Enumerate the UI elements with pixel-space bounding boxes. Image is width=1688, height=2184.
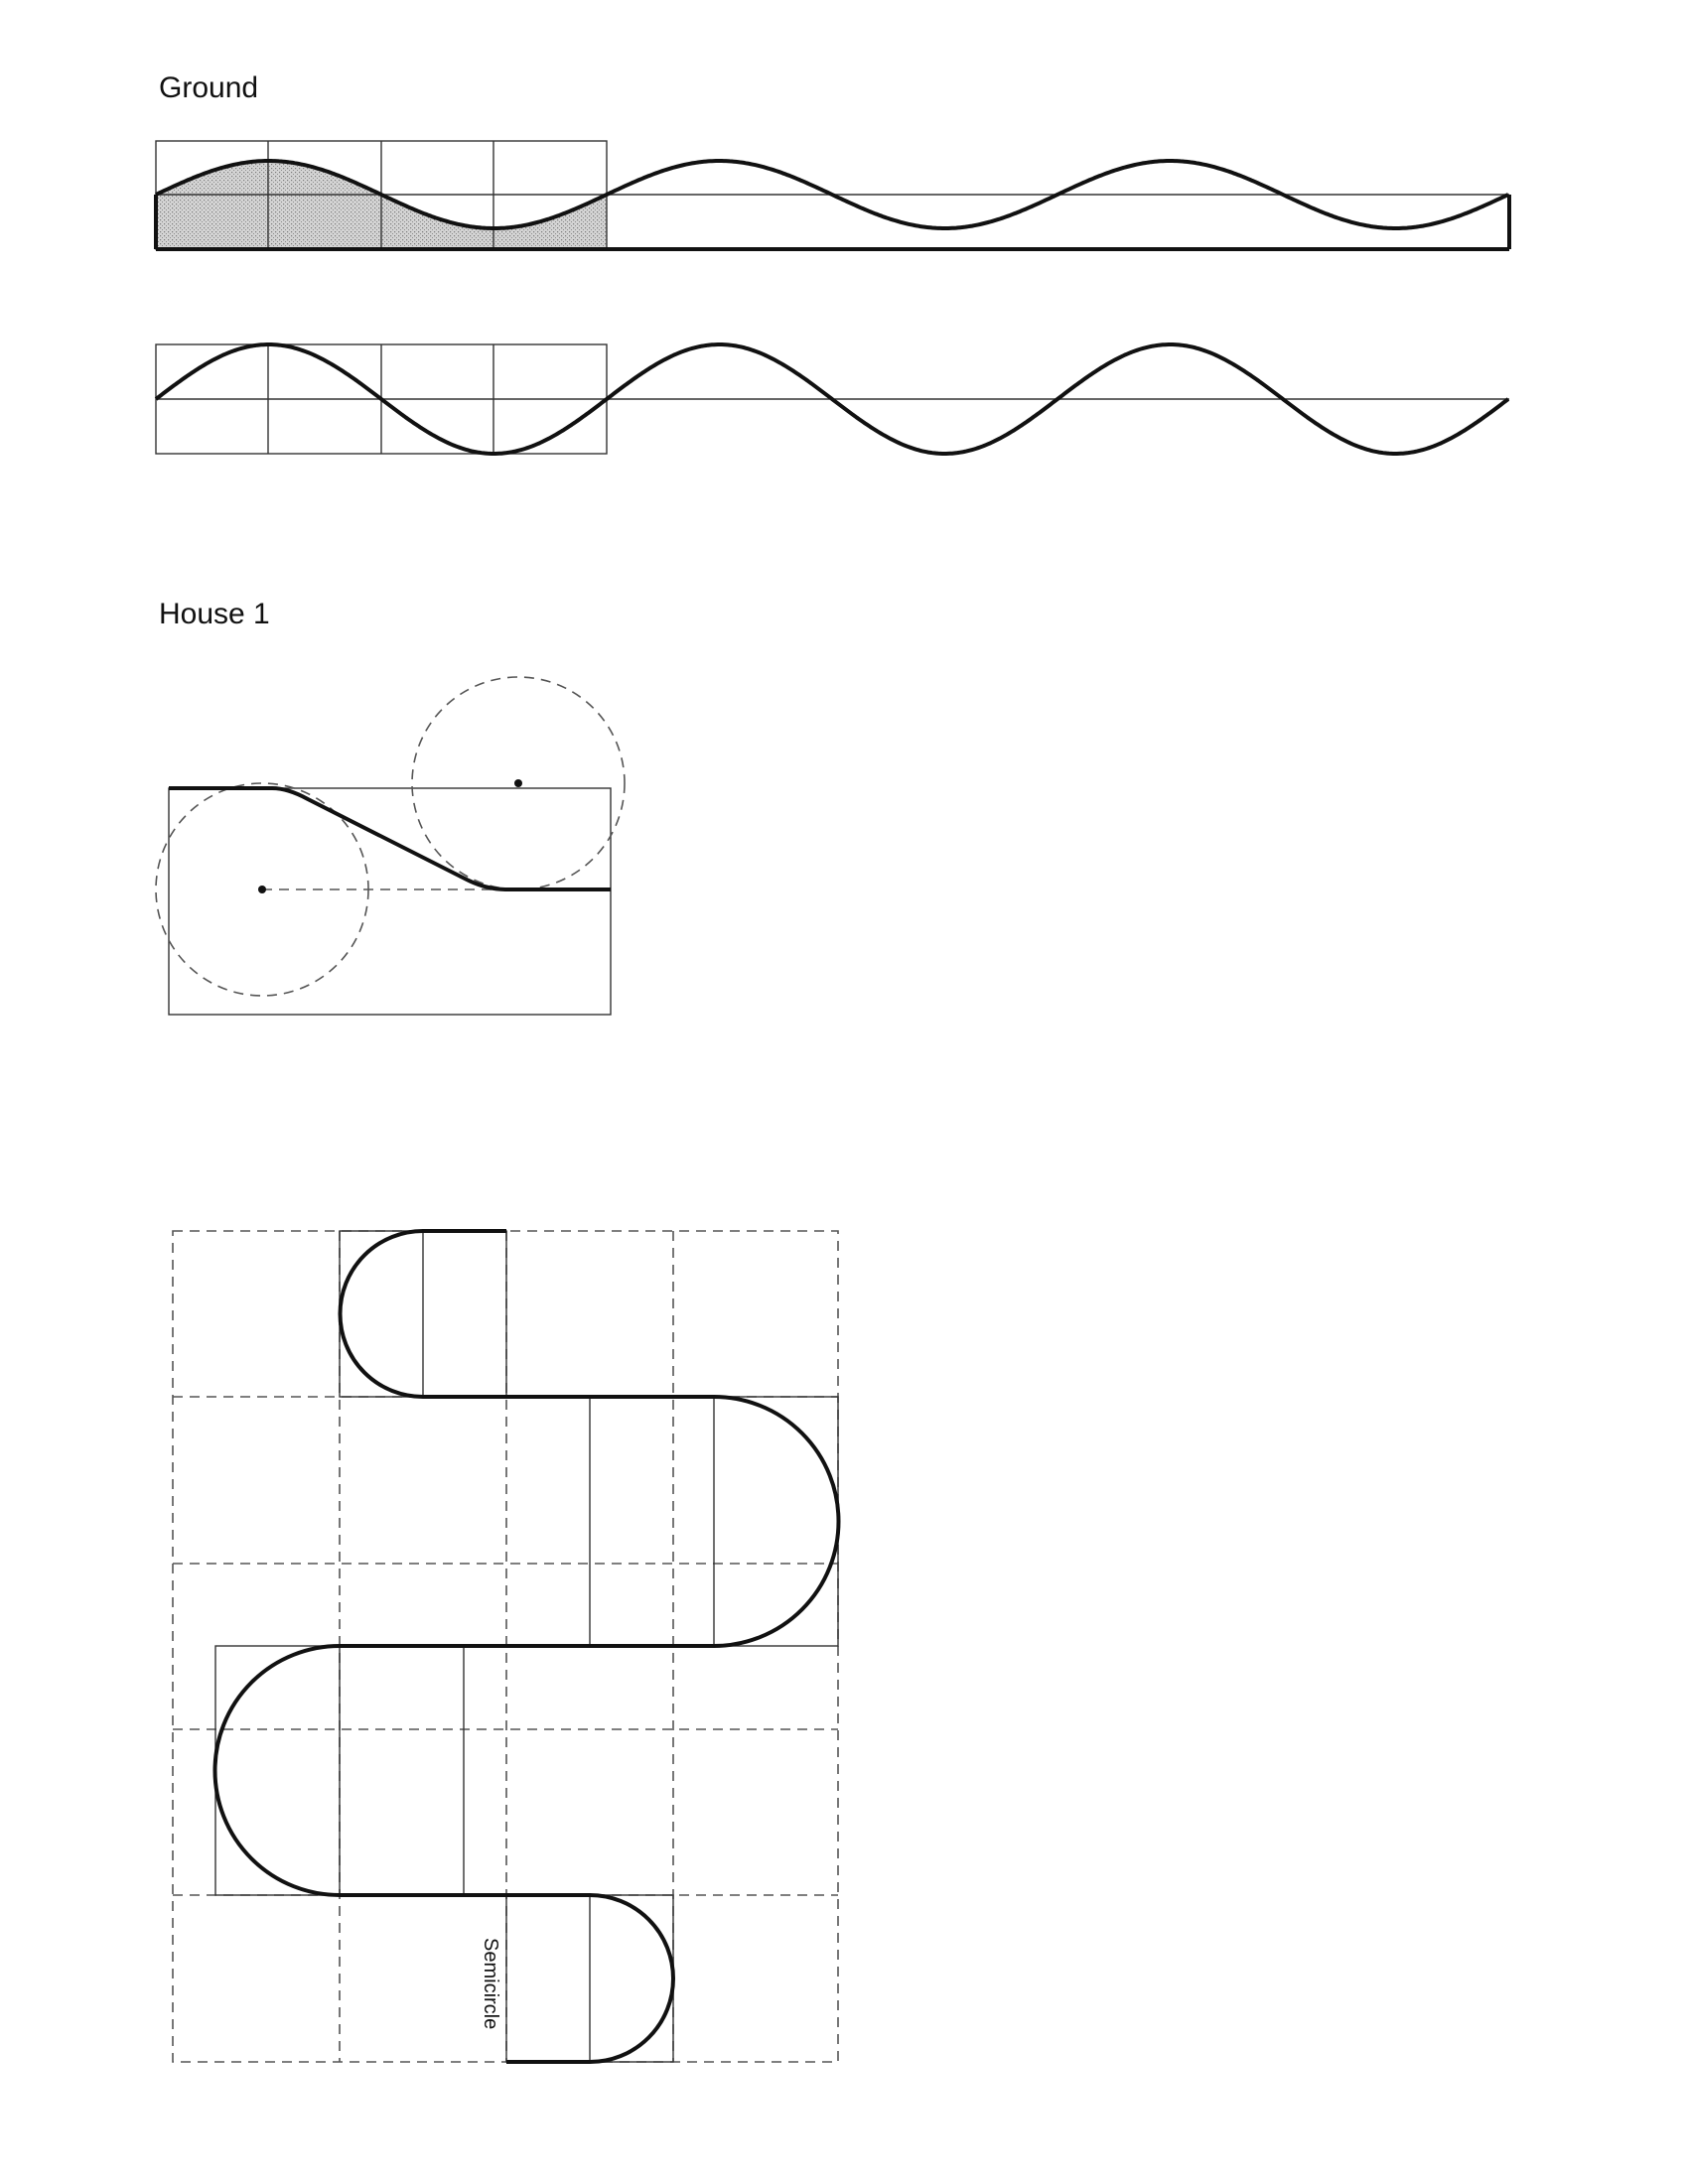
ground-wave-2 xyxy=(154,342,1510,456)
house-1-upper-circle xyxy=(411,676,626,890)
house-1-roof-profile xyxy=(169,786,611,891)
ground-strip-2 xyxy=(154,342,1510,456)
section-title-ground: Ground xyxy=(159,71,259,104)
section-title-house-1: House 1 xyxy=(159,598,270,630)
semicircle-label: Semicircle xyxy=(480,1938,501,2029)
ground-wave-1 xyxy=(155,159,1509,230)
house-1-frame xyxy=(168,787,612,1016)
serpentine-path xyxy=(212,1229,841,2064)
serpentine-drawing: Semicircle xyxy=(172,1229,841,2064)
house-1-upper-center-point xyxy=(514,779,522,787)
ground-strip-1 xyxy=(154,140,1511,251)
house-1-drawing xyxy=(155,676,626,1016)
house-1-lower-center-point xyxy=(258,886,266,893)
